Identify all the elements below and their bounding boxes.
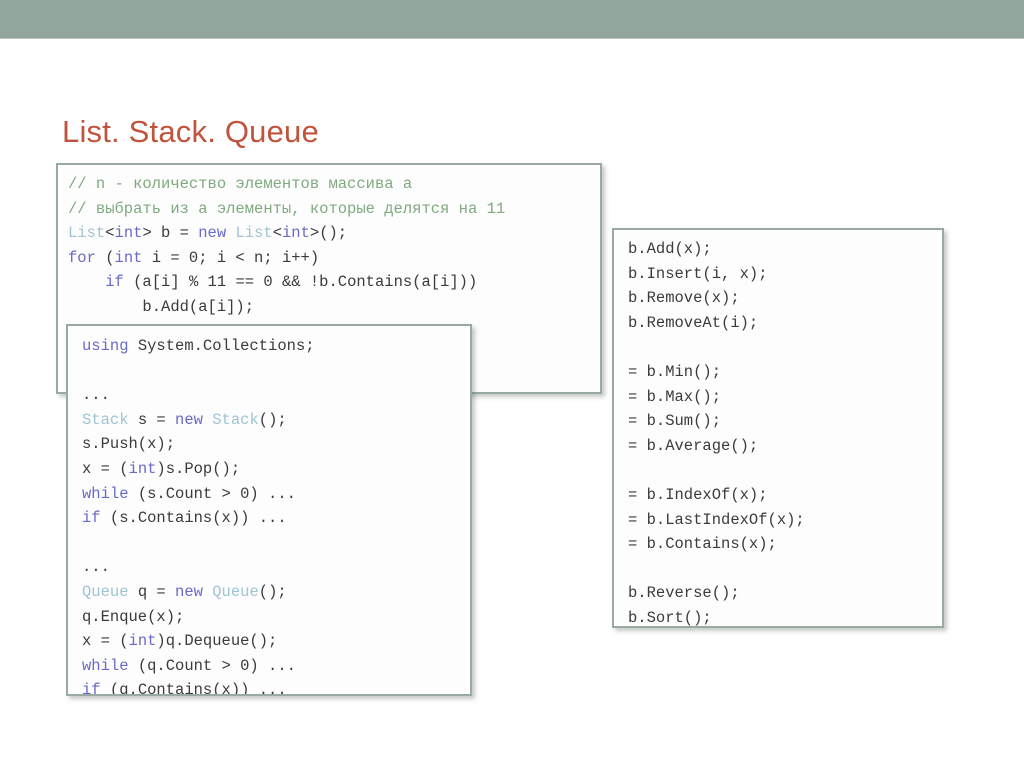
page-title: List. Stack. Queue — [62, 113, 319, 149]
code-block-stack-queue-example: using System.Collections; ... Stack s = … — [66, 324, 472, 696]
slide-header-band — [0, 0, 1024, 38]
code-text-list-methods: b.Add(x); b.Insert(i, x); b.Remove(x); b… — [628, 240, 805, 627]
slide-header-divider — [0, 38, 1024, 39]
code-block-list-methods: b.Add(x); b.Insert(i, x); b.Remove(x); b… — [612, 228, 944, 628]
code-text-stack-queue-example: using System.Collections; ... Stack s = … — [82, 337, 315, 696]
